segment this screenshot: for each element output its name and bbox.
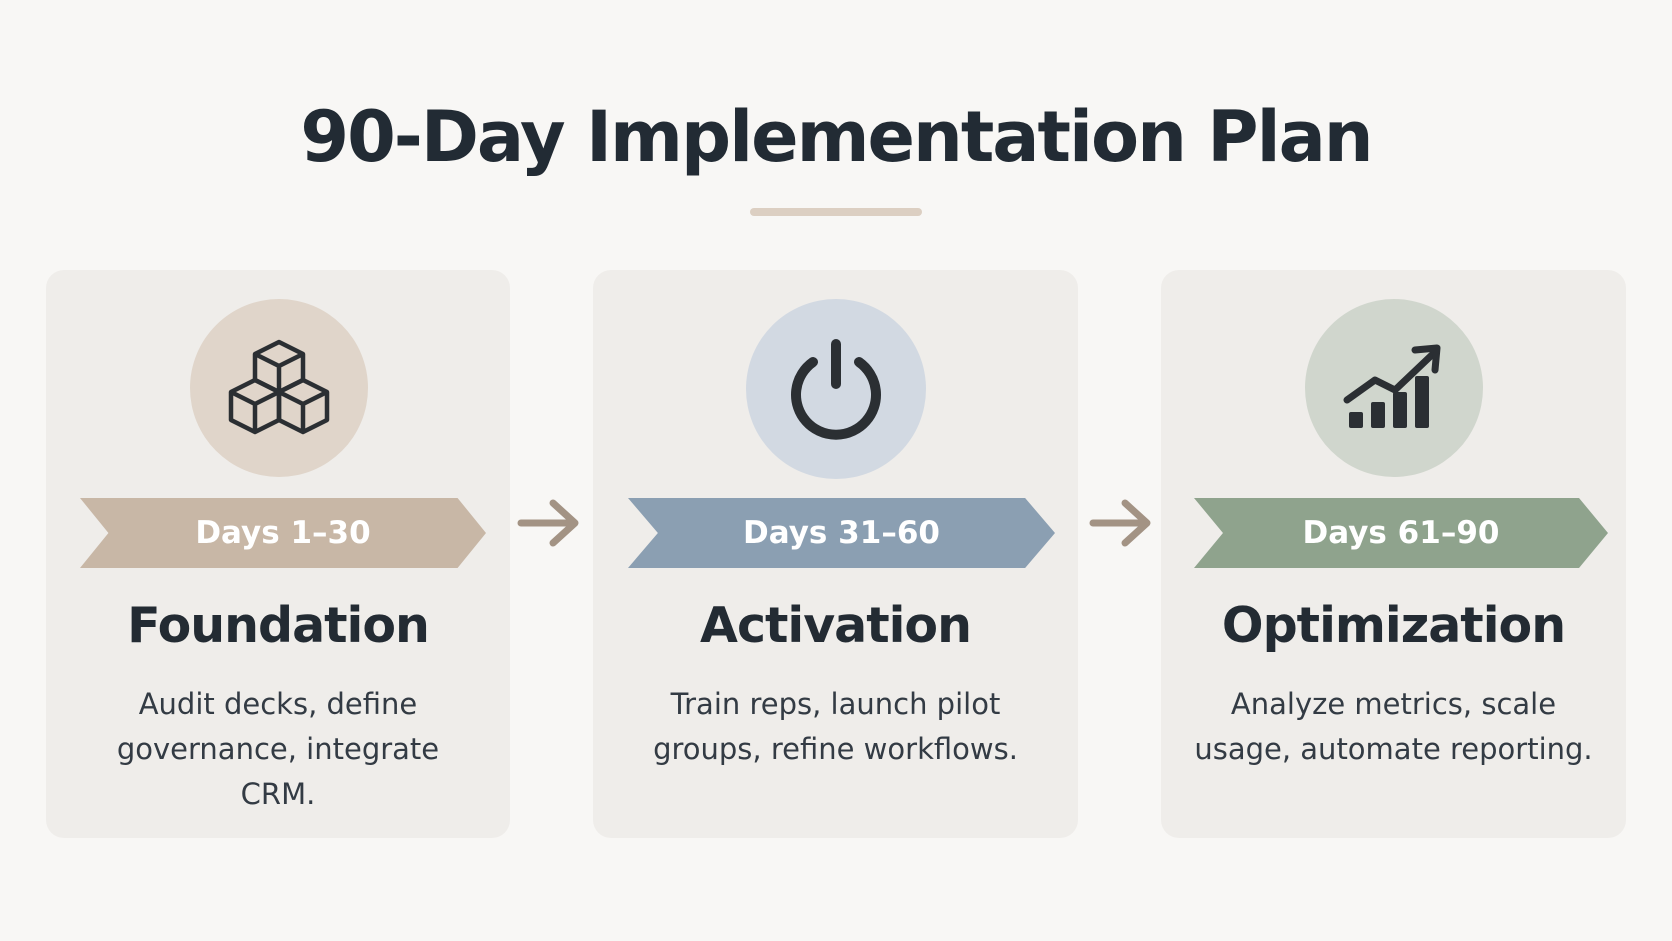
title-underline [750, 208, 922, 216]
days-ribbon: Days 61–90 [1194, 498, 1608, 568]
phase-description: Audit decks, define governance, integrat… [116, 687, 440, 811]
cubes-icon [190, 299, 368, 477]
arrow-right-icon [1089, 499, 1151, 547]
page-title: 90-Day Implementation Plan [300, 96, 1373, 178]
phase-description: Train reps, launch pilot groups, refine … [653, 687, 1018, 766]
phase-title: Activation [700, 597, 972, 654]
phase-card-optimization: Days 61–90 Optimization Analyze metrics,… [1161, 270, 1626, 838]
days-ribbon: Days 1–30 [80, 498, 486, 568]
phase-title: Optimization [1221, 597, 1566, 654]
phase-title: Foundation [127, 597, 430, 654]
power-icon [746, 299, 926, 479]
days-ribbon: Days 31–60 [628, 498, 1055, 568]
phase-card-activation: Days 31–60 Activation Train reps, launch… [593, 270, 1078, 838]
arrow-right-icon [517, 499, 579, 547]
phase-card-foundation: Days 1–30 Foundation Audit decks, define… [46, 270, 510, 838]
growth-chart-icon [1305, 299, 1483, 477]
phase-description: Analyze metrics, scale usage, automate r… [1194, 687, 1593, 766]
